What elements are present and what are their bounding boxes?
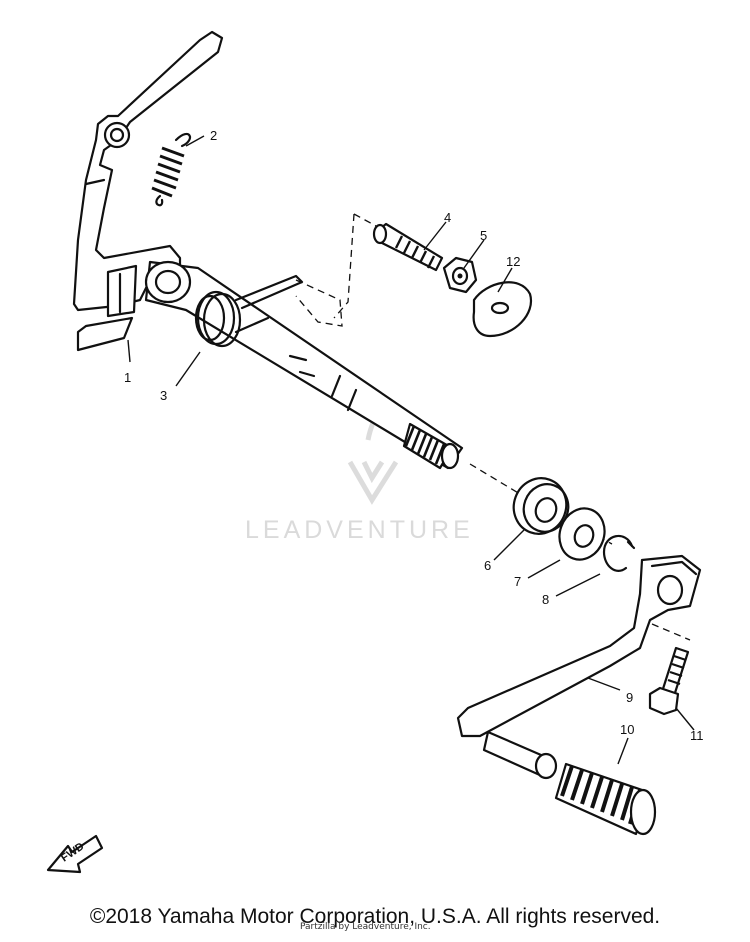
callout-12: 12 [506, 254, 520, 269]
callout-5: 5 [480, 228, 487, 243]
front-direction-marker: FWD [46, 834, 104, 874]
part-6-oil-seal [512, 477, 570, 535]
callouts: 1 2 3 4 5 12 6 7 8 9 10 11 [124, 128, 704, 743]
callout-9: 9 [626, 690, 633, 705]
callout-7: 7 [514, 574, 521, 589]
callout-3: 3 [160, 388, 167, 403]
part-12-washer [472, 281, 533, 338]
callout-2: 2 [210, 128, 217, 143]
part-8-circlip [602, 535, 636, 572]
part-9-shift-pedal [456, 554, 702, 780]
part-7-washer [558, 507, 606, 561]
assembly-lines [295, 213, 691, 641]
image-caption: Partzilla by Leadventure, Inc. [300, 922, 431, 932]
callout-11: 11 [690, 728, 704, 743]
watermark: LEADVENTURE [245, 410, 474, 544]
part-3-torsion-spring [194, 274, 304, 348]
callout-1: 1 [124, 370, 131, 385]
part-1-shift-shaft [72, 30, 464, 470]
leader-lines [127, 135, 695, 765]
callout-6: 6 [484, 558, 491, 573]
watermark-text: LEADVENTURE [245, 516, 474, 544]
part-10-pedal-rubber [554, 762, 657, 836]
part-11-bolt [648, 646, 690, 716]
callout-10: 10 [620, 722, 634, 737]
part-4-bolt [372, 222, 444, 272]
part-2-spring [151, 133, 192, 207]
copyright-notice: ©2018 Yamaha Motor Corporation, U.S.A. A… [89, 905, 661, 928]
callout-8: 8 [542, 592, 549, 607]
part-5-nut [442, 256, 478, 294]
callout-4: 4 [444, 210, 451, 225]
